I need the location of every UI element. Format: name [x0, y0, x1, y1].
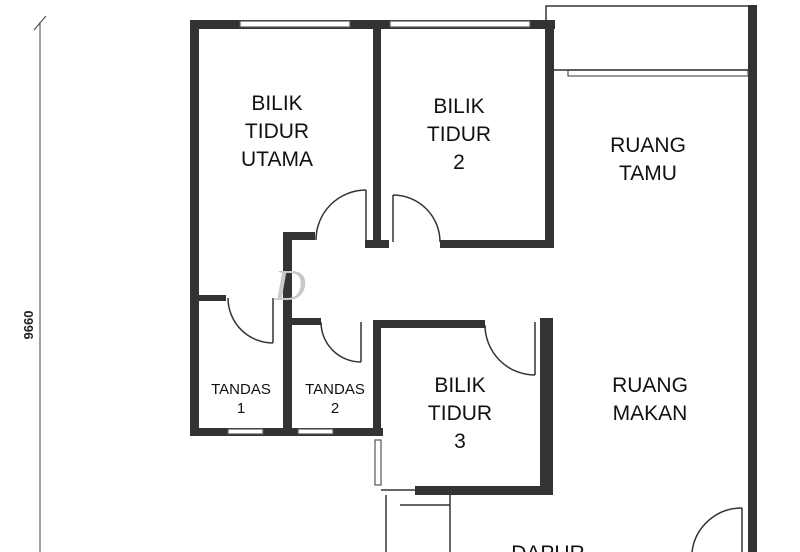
room-master-bedroom: BILIK TIDUR UTAMA — [241, 92, 313, 171]
room-toilet-2: TANDAS 2 — [305, 381, 365, 417]
balcony-outline — [381, 5, 751, 552]
room-label-line: UTAMA — [241, 148, 313, 171]
room-dining-room: RUANG MAKAN — [612, 374, 688, 425]
room-label-line: BILIK — [251, 92, 302, 115]
room-label-line: MAKAN — [613, 402, 688, 425]
room-label-line: BILIK — [433, 95, 484, 118]
room-label-line: 3 — [454, 430, 466, 453]
doors — [227, 189, 743, 552]
room-label-line: TIDUR — [245, 120, 309, 143]
room-label-line: 2 — [331, 400, 339, 417]
watermark-logo: D — [273, 261, 306, 310]
room-bedroom-2: BILIK TIDUR 2 — [427, 95, 491, 174]
room-label-line: TAMU — [619, 162, 677, 185]
room-label-line: TANDAS — [211, 381, 271, 398]
room-label-line: RUANG — [612, 374, 688, 397]
dimension-line — [33, 15, 47, 552]
room-label-line: TIDUR — [427, 123, 491, 146]
walls — [190, 5, 757, 552]
room-label-line: DAPUR — [511, 542, 585, 552]
room-label-line: 1 — [237, 400, 245, 417]
room-toilet-1: TANDAS 1 — [211, 381, 271, 417]
room-label-line: TIDUR — [428, 402, 492, 425]
room-bedroom-3: BILIK TIDUR 3 — [428, 374, 492, 453]
room-label-line: 2 — [453, 151, 465, 174]
dimension-label: 9660 — [21, 311, 36, 340]
room-label-line: BILIK — [434, 374, 485, 397]
room-living-room: RUANG TAMU — [610, 134, 686, 185]
room-label-line: RUANG — [610, 134, 686, 157]
room-kitchen: DAPUR — [511, 542, 585, 552]
room-label-line: TANDAS — [305, 381, 365, 398]
